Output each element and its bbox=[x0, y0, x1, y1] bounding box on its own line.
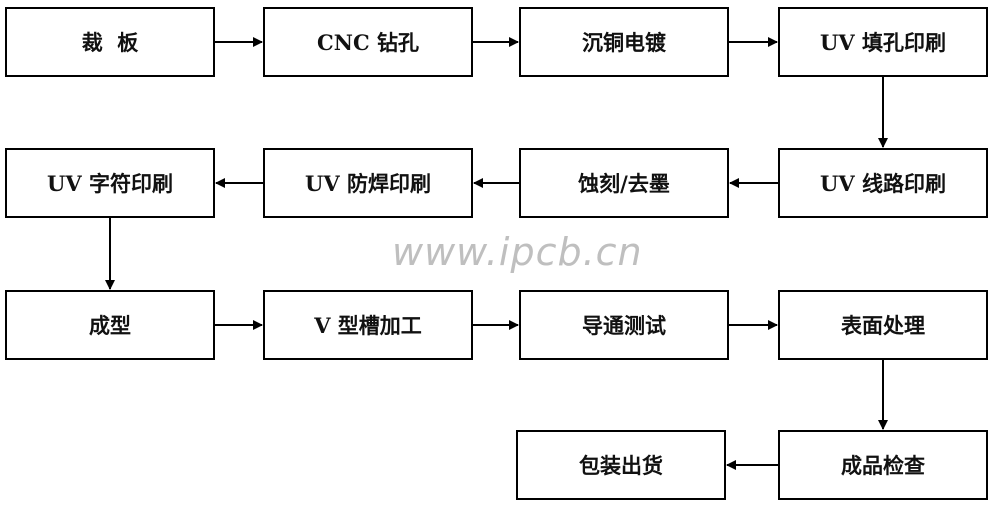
step-v-groove-label: V 型槽加工 bbox=[314, 313, 422, 338]
step-surface-treatment-label: 表面处理 bbox=[841, 313, 925, 338]
step-forming-label: 成型 bbox=[89, 313, 131, 338]
step-uv-fill-printing-label: UV 填孔印刷 bbox=[820, 30, 946, 55]
step-copper-plating-label: 沉铜电镀 bbox=[582, 30, 666, 55]
step-conduction-test-label: 导通测试 bbox=[582, 313, 666, 338]
step-uv-solder-mask-printing: UV 防焊印刷 bbox=[263, 148, 473, 218]
step-v-groove: V 型槽加工 bbox=[263, 290, 473, 360]
step-uv-legend-printing-label: UV 字符印刷 bbox=[47, 171, 173, 196]
step-cutting-label: 裁 板 bbox=[81, 30, 139, 55]
step-copper-plating: 沉铜电镀 bbox=[519, 7, 729, 77]
step-uv-fill-printing: UV 填孔印刷 bbox=[778, 7, 988, 77]
step-pack-ship: 包装出货 bbox=[516, 430, 726, 500]
step-uv-circuit-printing: UV 线路印刷 bbox=[778, 148, 988, 218]
step-cnc-drilling-label: CNC 钻孔 bbox=[317, 30, 419, 55]
step-uv-legend-printing: UV 字符印刷 bbox=[5, 148, 215, 218]
step-cutting: 裁 板 bbox=[5, 7, 215, 77]
step-surface-treatment: 表面处理 bbox=[778, 290, 988, 360]
step-uv-circuit-printing-label: UV 线路印刷 bbox=[820, 171, 946, 196]
step-final-inspection: 成品检查 bbox=[778, 430, 988, 500]
step-pack-ship-label: 包装出货 bbox=[579, 453, 663, 478]
step-etch-strip: 蚀刻/去墨 bbox=[519, 148, 729, 218]
step-etch-strip-label: 蚀刻/去墨 bbox=[578, 171, 670, 196]
step-cnc-drilling: CNC 钻孔 bbox=[263, 7, 473, 77]
watermark-text: www.ipcb.cn bbox=[392, 230, 643, 274]
step-forming: 成型 bbox=[5, 290, 215, 360]
step-conduction-test: 导通测试 bbox=[519, 290, 729, 360]
step-final-inspection-label: 成品检查 bbox=[841, 453, 925, 478]
step-uv-solder-mask-printing-label: UV 防焊印刷 bbox=[305, 171, 431, 196]
